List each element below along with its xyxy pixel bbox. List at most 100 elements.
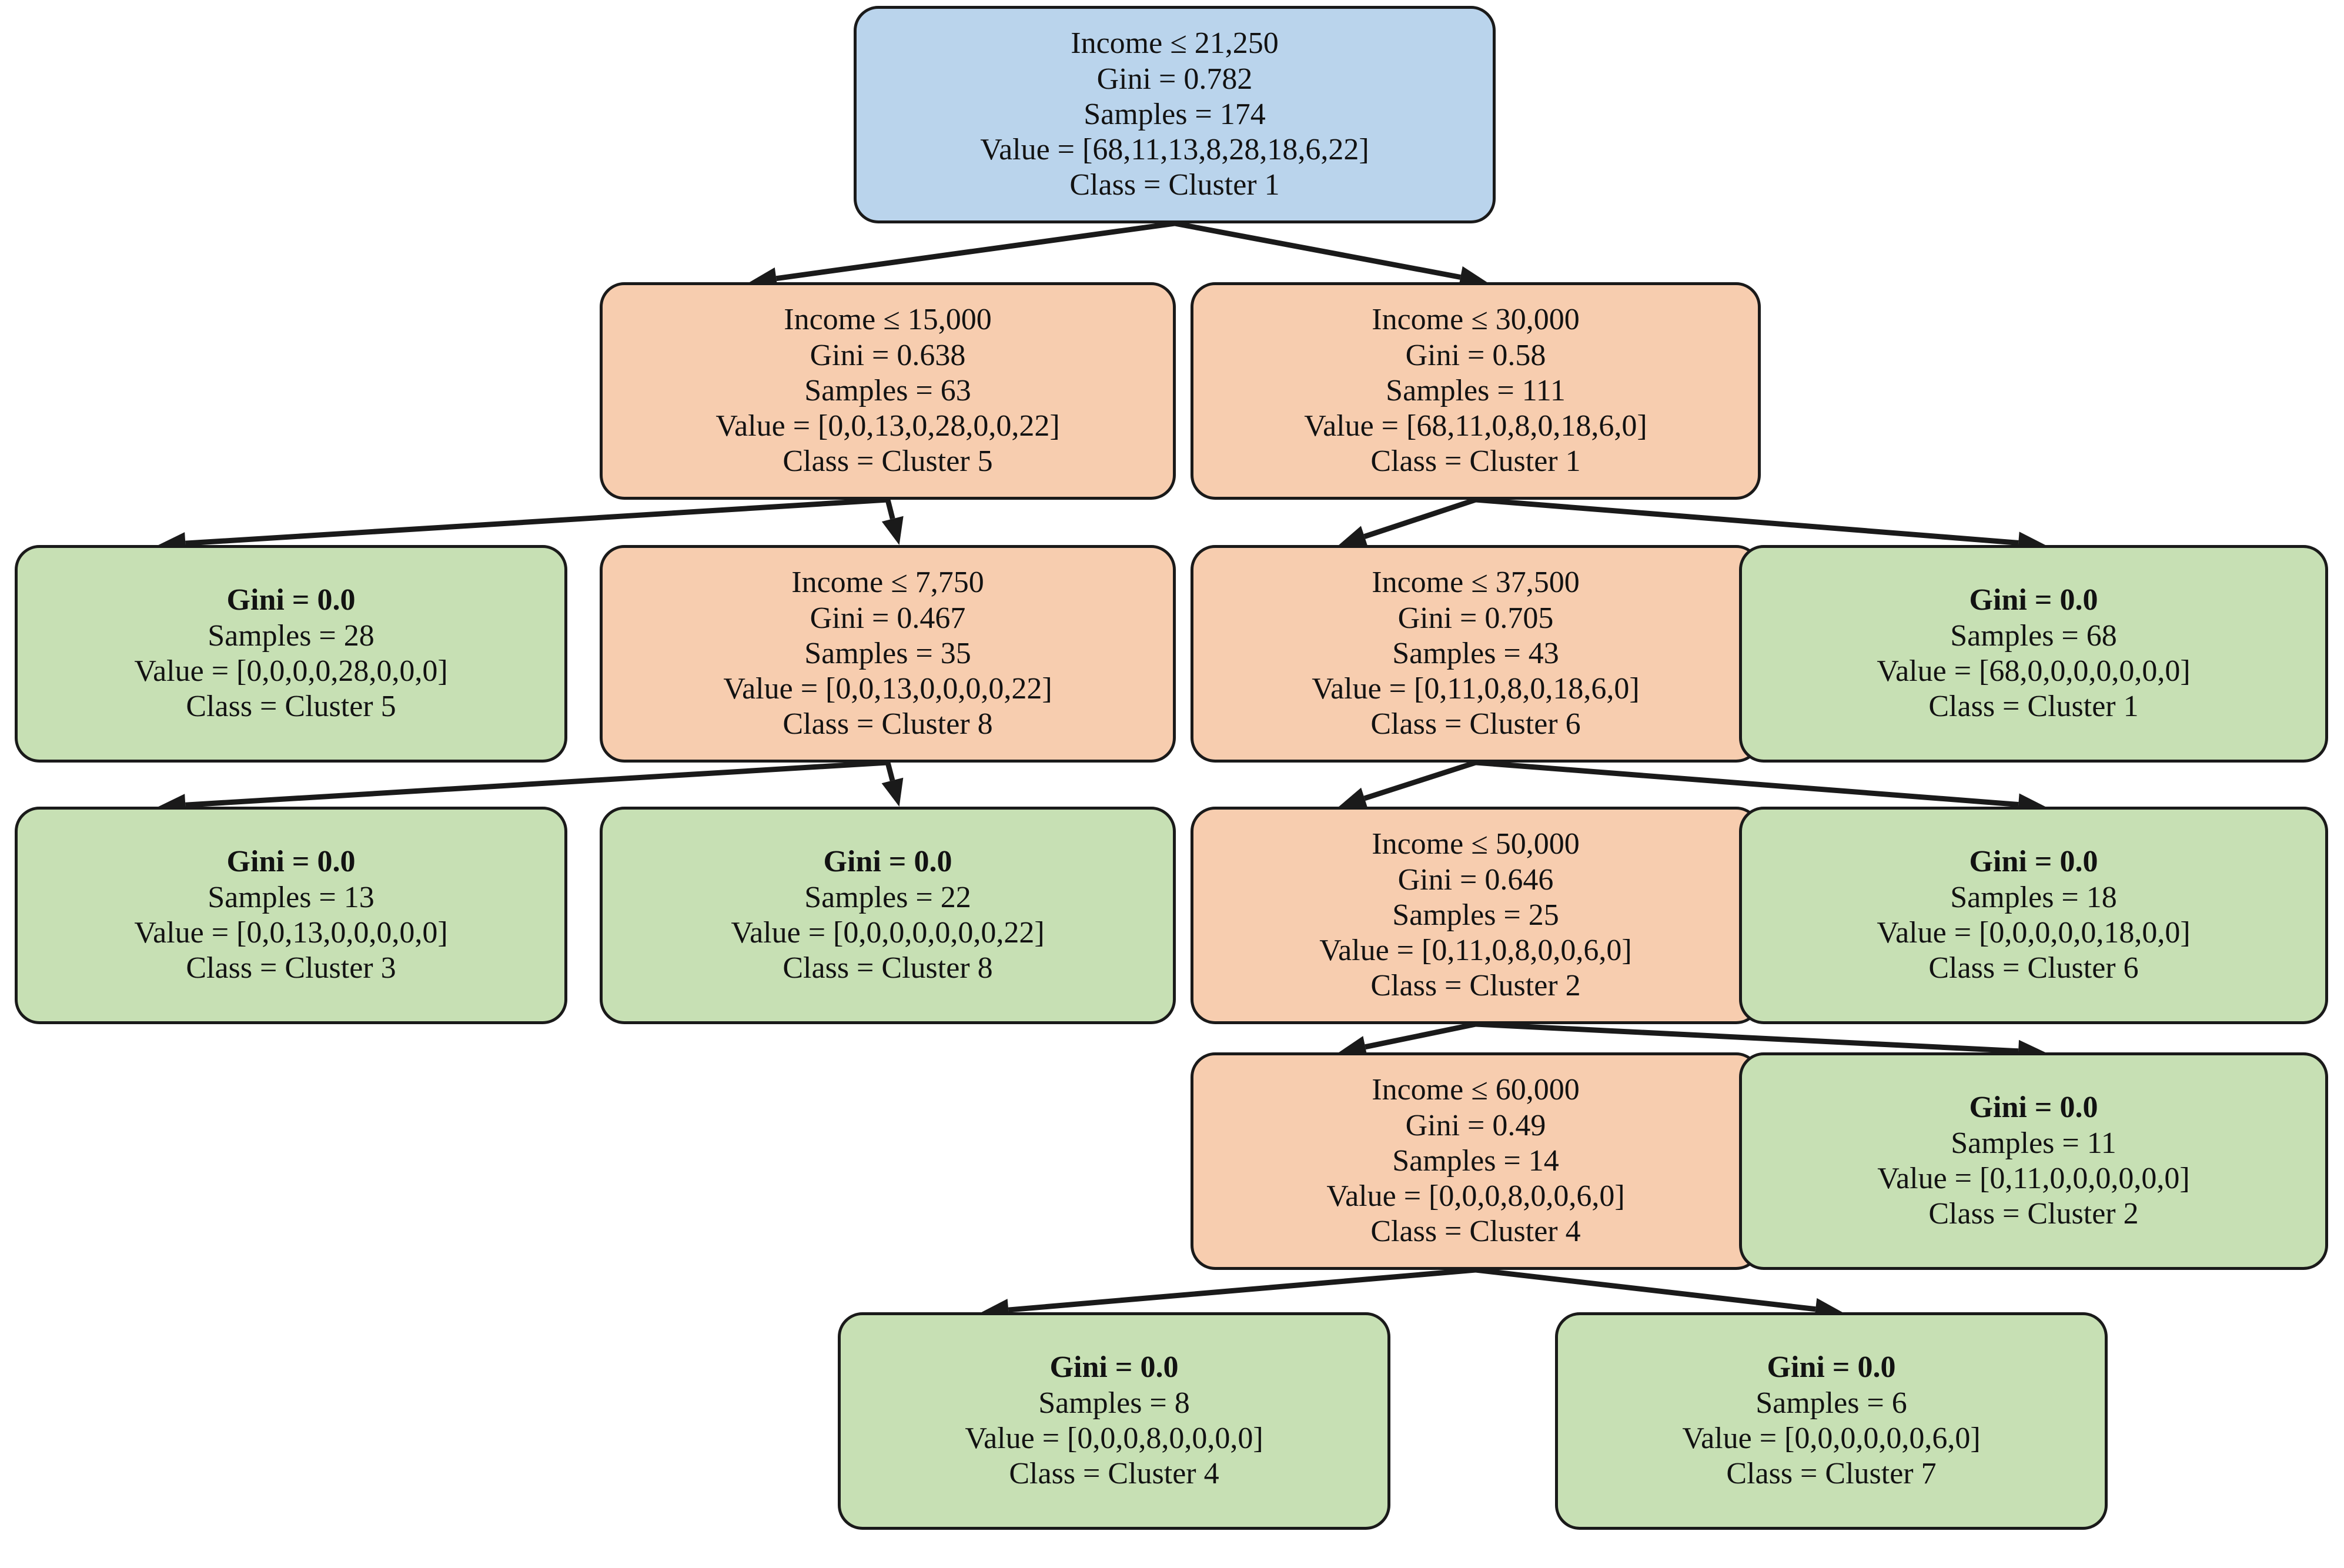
node-class: Class = Cluster 4 (1009, 1457, 1219, 1491)
node-condition: Income ≤ 37,500 (1372, 566, 1580, 600)
tree-edge (185, 760, 888, 808)
node-samples: Samples = 63 (804, 373, 971, 407)
node-class: Class = Cluster 2 (1928, 1197, 2139, 1231)
node-gini: Gini = 0.0 (1969, 583, 2098, 617)
node-samples: Samples = 8 (1038, 1386, 1190, 1420)
tree-edge (1475, 1021, 2019, 1054)
node-condition: Income ≤ 60,000 (1372, 1073, 1580, 1107)
node-value: Value = [0,0,13,0,28,0,0,22] (715, 409, 1060, 443)
node-class: Class = Cluster 6 (1370, 707, 1581, 741)
node-value: Value = [0,0,0,0,0,18,0,0] (1877, 916, 2191, 950)
tree-edge (885, 761, 895, 781)
tree-edge (885, 499, 895, 520)
tree-edge (1365, 1021, 1476, 1050)
tree-edge (1363, 760, 1477, 801)
node-gini: Gini = 0.0 (823, 845, 952, 879)
node-class: Class = Cluster 3 (186, 951, 396, 985)
node-class: Class = Cluster 1 (1069, 168, 1280, 202)
node-value: Value = [0,0,0,8,0,0,6,0] (1326, 1179, 1625, 1213)
node-value: Value = [0,11,0,8,0,0,6,0] (1319, 934, 1632, 968)
tree-edge (1475, 760, 2019, 807)
node-gini: Gini = 0.0 (1969, 845, 2098, 879)
node-samples: Samples = 28 (208, 618, 374, 653)
node-gini: Gini = 0.49 (1405, 1108, 1546, 1142)
tree-edge (1363, 497, 1477, 539)
edge-arrowhead-icon (881, 777, 904, 807)
tree-edge (1008, 1267, 1476, 1313)
node-value: Value = [0,0,0,0,28,0,0,0] (134, 654, 448, 688)
edge-arrowhead-icon (881, 516, 904, 545)
node-value: Value = [0,0,13,0,0,0,0,22] (723, 672, 1052, 706)
node-samples: Samples = 111 (1386, 373, 1566, 407)
node-gini: Gini = 0.0 (1049, 1350, 1179, 1385)
node-value: Value = [68,11,13,8,28,18,6,22] (980, 133, 1369, 167)
node-value: Value = [68,11,0,8,0,18,6,0] (1304, 409, 1647, 443)
tree-edge (775, 220, 1175, 282)
tree-edge (1174, 220, 1462, 280)
node-value: Value = [68,0,0,0,0,0,0,0] (1877, 654, 2191, 688)
node-samples: Samples = 13 (208, 880, 374, 914)
node-condition: Income ≤ 21,250 (1071, 26, 1279, 61)
node-samples: Samples = 35 (804, 636, 971, 670)
node-class: Class = Cluster 8 (783, 951, 993, 985)
tree-edge (1475, 497, 2019, 546)
node-value: Value = [0,0,13,0,0,0,0,0] (134, 916, 448, 950)
node-samples: Samples = 174 (1084, 97, 1266, 131)
node-samples: Samples = 11 (1951, 1126, 2116, 1160)
node-samples: Samples = 25 (1392, 898, 1559, 932)
node-class: Class = Cluster 1 (1370, 444, 1581, 479)
node-gini: Gini = 0.646 (1397, 862, 1554, 897)
tree-edge (1475, 1267, 1816, 1312)
node-gini: Gini = 0.0 (1969, 1091, 2098, 1125)
node-condition: Income ≤ 30,000 (1372, 303, 1580, 337)
node-class: Class = Cluster 7 (1726, 1457, 1937, 1491)
node-gini: Gini = 0.638 (810, 338, 966, 372)
node-samples: Samples = 68 (1950, 618, 2117, 653)
node-gini: Gini = 0.0 (1767, 1350, 1896, 1385)
node-class: Class = Cluster 5 (783, 444, 993, 479)
node-class: Class = Cluster 1 (1928, 690, 2139, 724)
edge-arrowhead-icon (1339, 526, 1368, 547)
node-class: Class = Cluster 5 (186, 690, 396, 724)
node-gini: Gini = 0.782 (1096, 62, 1253, 96)
node-value: Value = [0,0,0,0,0,0,0,22] (731, 916, 1045, 950)
node-samples: Samples = 6 (1756, 1386, 1907, 1420)
node-value: Value = [0,11,0,8,0,18,6,0] (1312, 672, 1640, 706)
node-condition: Income ≤ 15,000 (784, 303, 992, 337)
node-value: Value = [0,11,0,0,0,0,0,0] (1877, 1162, 2190, 1195)
node-class: Class = Cluster 2 (1370, 969, 1581, 1003)
edge-arrowhead-icon (1339, 787, 1368, 809)
tree-edge (185, 497, 888, 546)
node-samples: Samples = 14 (1392, 1144, 1559, 1178)
node-gini: Gini = 0.0 (226, 845, 356, 879)
node-value: Value = [0,0,0,0,0,0,6,0] (1682, 1422, 1981, 1455)
node-class: Class = Cluster 4 (1370, 1215, 1581, 1249)
node-gini: Gini = 0.467 (810, 601, 966, 635)
node-gini: Gini = 0.0 (226, 583, 356, 617)
node-condition: Income ≤ 7,750 (791, 566, 984, 600)
node-samples: Samples = 18 (1950, 880, 2117, 914)
node-class: Class = Cluster 6 (1928, 951, 2139, 985)
node-value: Value = [0,0,0,8,0,0,0,0] (965, 1422, 1263, 1455)
node-class: Class = Cluster 8 (783, 707, 993, 741)
node-gini: Gini = 0.705 (1397, 601, 1554, 635)
node-gini: Gini = 0.58 (1405, 338, 1546, 372)
node-samples: Samples = 22 (804, 880, 971, 914)
node-samples: Samples = 43 (1392, 636, 1559, 670)
